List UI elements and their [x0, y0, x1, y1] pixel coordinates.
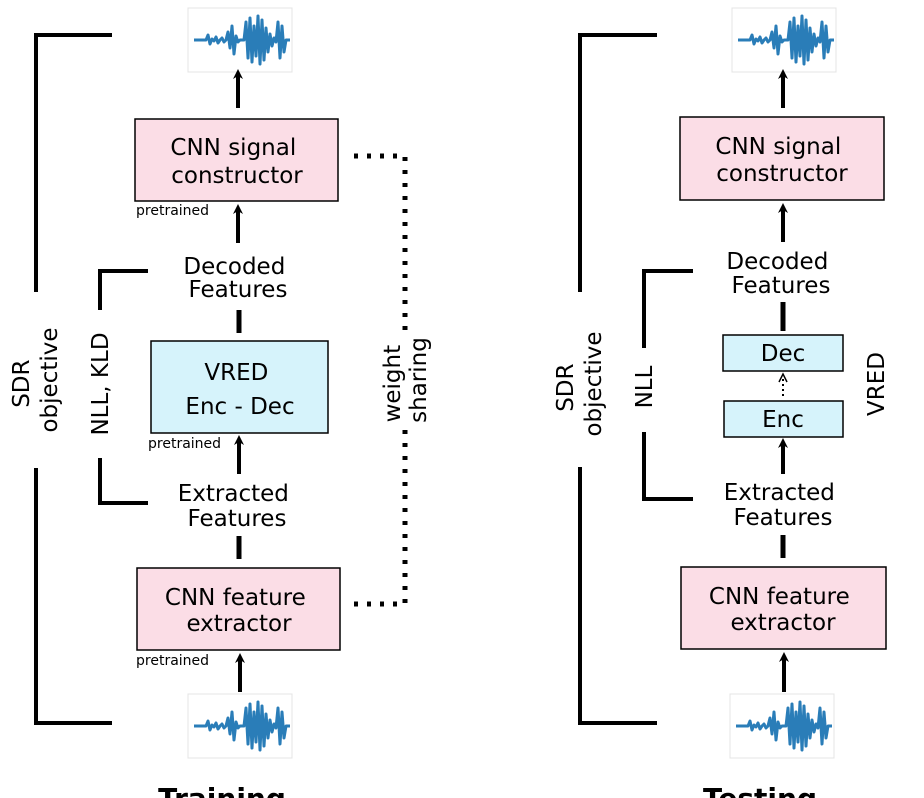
cnn-signal-constructor-label: CNN signal constructor — [170, 135, 303, 189]
signal-constructor-pretrained-note: pretrained — [136, 203, 209, 219]
cnn-feature-extractor-box — [136, 567, 341, 651]
input-waveform-icon — [186, 692, 294, 760]
testing-title: Testing — [703, 782, 817, 798]
output-waveform-icon — [730, 6, 838, 74]
cnn-signal-constructor-label: CNN signal constructor — [715, 134, 848, 187]
sdr-bracket-top — [578, 33, 657, 292]
cnn-signal-constructor-box — [134, 118, 339, 202]
vred-pretrained-note: pretrained — [148, 436, 221, 452]
sdr-bracket-bottom — [578, 467, 657, 725]
cnn-feature-extractor-box — [680, 566, 887, 650]
decoder-label: Dec — [761, 341, 806, 367]
decoded-features-label: Decoded Features — [183, 254, 292, 303]
cnn-feature-extractor-label: CNN feature extractor — [709, 584, 857, 636]
feature-extractor-pretrained-note: pretrained — [136, 653, 209, 669]
weight-sharing-label: weight sharing — [380, 337, 432, 423]
nll-kld-bracket-bottom — [98, 458, 148, 505]
nll-kld-bracket-top — [98, 269, 148, 310]
extracted-features-label: Extracted Features — [178, 481, 296, 532]
nll-kld-label: NLL, KLD — [88, 332, 114, 435]
nll-label: NLL — [632, 365, 658, 408]
testing-panel: SDR objective NLL CNN signal constructor… — [553, 6, 890, 798]
nll-bracket-bottom — [642, 432, 693, 501]
nll-bracket-top — [642, 269, 693, 348]
output-waveform-icon — [186, 6, 294, 74]
vred-enc-dec-box — [150, 340, 329, 434]
sdr-objective-label: SDR objective — [553, 331, 607, 436]
sdr-bracket-bottom — [34, 468, 112, 725]
cnn-signal-constructor-box — [679, 116, 885, 201]
sdr-objective-label: SDR objective — [9, 327, 63, 432]
encoder-label: Enc — [762, 407, 804, 433]
sdr-bracket-top — [34, 33, 112, 292]
vred-label: VRED — [864, 352, 890, 416]
encoder-box — [723, 400, 844, 438]
sampling-arrowhead — [778, 372, 788, 383]
vred-enc-dec-label: VRED Enc - Dec — [185, 360, 294, 420]
cnn-feature-extractor-label: CNN feature extractor — [165, 585, 313, 637]
decoded-features-label: Decoded Features — [726, 249, 835, 299]
training-title: Training — [158, 782, 286, 798]
extracted-features-label: Extracted Features — [724, 480, 842, 531]
weight-sharing-label-bg — [375, 331, 435, 427]
training-panel: SDR objective NLL, KLD CNN signal constr… — [9, 6, 435, 798]
input-waveform-icon — [728, 692, 836, 760]
decoder-box — [722, 334, 844, 372]
